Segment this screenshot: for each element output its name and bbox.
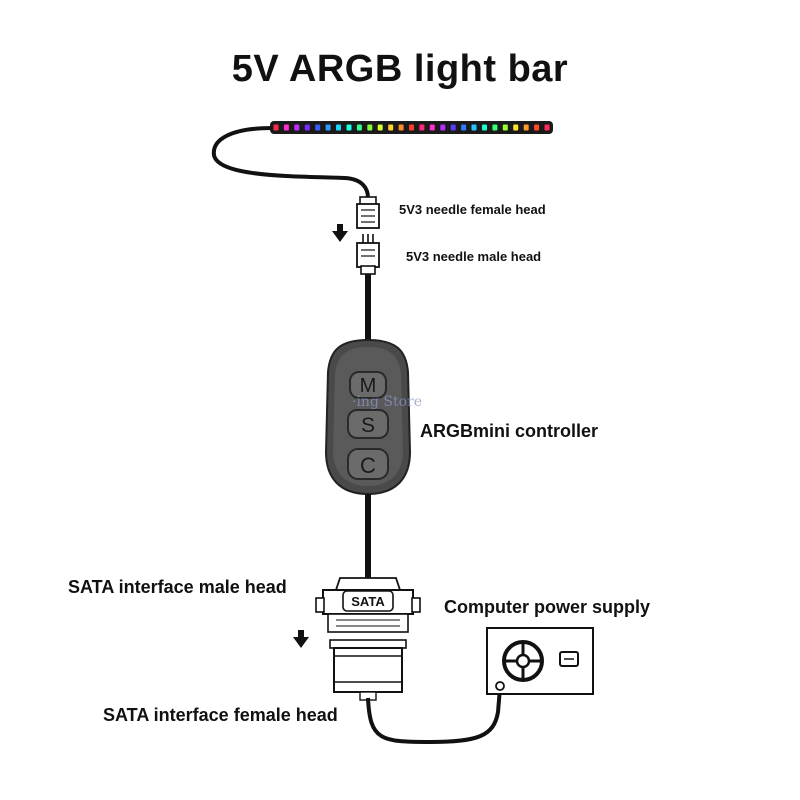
male-3pin-label: 5V3 needle male head xyxy=(406,249,542,264)
female-3pin-connector xyxy=(356,196,380,229)
sata-female-label: SATA interface female head xyxy=(103,705,338,725)
led-dot xyxy=(367,124,373,131)
led-dot xyxy=(273,124,279,131)
male-3pin-connector xyxy=(356,234,380,275)
led-dot xyxy=(419,124,425,131)
argb-mini-controller: M S C xyxy=(324,338,412,496)
led-dot xyxy=(513,124,519,131)
led-dot xyxy=(492,124,498,131)
diagram-title: 5V ARGB light bar xyxy=(231,48,569,90)
m-button-label: M xyxy=(360,375,377,397)
led-dot xyxy=(409,124,414,131)
led-dot xyxy=(336,124,341,131)
sata-male-label: SATA interface male head xyxy=(68,577,287,597)
psu-cable xyxy=(366,687,502,745)
led-dot xyxy=(304,124,310,131)
led-dot xyxy=(388,124,394,131)
led-dot xyxy=(356,124,362,131)
led-dot xyxy=(544,124,550,131)
led-dot xyxy=(523,124,529,131)
led-dot xyxy=(346,124,352,131)
sata-female-connector xyxy=(329,639,407,701)
led-dot xyxy=(502,124,508,131)
bar-cable xyxy=(211,126,370,199)
down-arrow-icon xyxy=(293,630,309,648)
led-light-bar xyxy=(270,121,553,134)
m-button xyxy=(349,371,387,399)
computer-power-supply xyxy=(486,627,594,695)
led-dot xyxy=(450,124,456,131)
s-button xyxy=(347,409,389,439)
led-dot xyxy=(461,124,467,131)
led-dot xyxy=(534,124,540,131)
led-dot xyxy=(471,124,477,131)
watermark: ·ing Store xyxy=(352,394,422,410)
led-dot xyxy=(398,124,404,131)
led-dot xyxy=(325,124,331,131)
sata-badge: SATA xyxy=(351,594,385,609)
sata-male-connector: SATA xyxy=(315,577,421,633)
led-dot xyxy=(440,124,446,131)
psu-label: Computer power supply xyxy=(444,597,651,617)
c-button xyxy=(347,448,389,480)
led-dot xyxy=(294,124,300,131)
female-3pin-label: 5V3 needle female head xyxy=(399,202,546,217)
controller-label: ARGBmini controller xyxy=(420,421,599,441)
led-dot xyxy=(377,124,383,131)
led-dot xyxy=(482,124,487,131)
s-button-label: S xyxy=(361,414,375,437)
down-arrow-icon xyxy=(332,224,348,242)
led-dot xyxy=(429,124,435,131)
led-dot xyxy=(315,124,321,131)
led-dots xyxy=(273,124,550,131)
c-button-label: C xyxy=(360,453,376,478)
led-dot xyxy=(283,124,289,131)
